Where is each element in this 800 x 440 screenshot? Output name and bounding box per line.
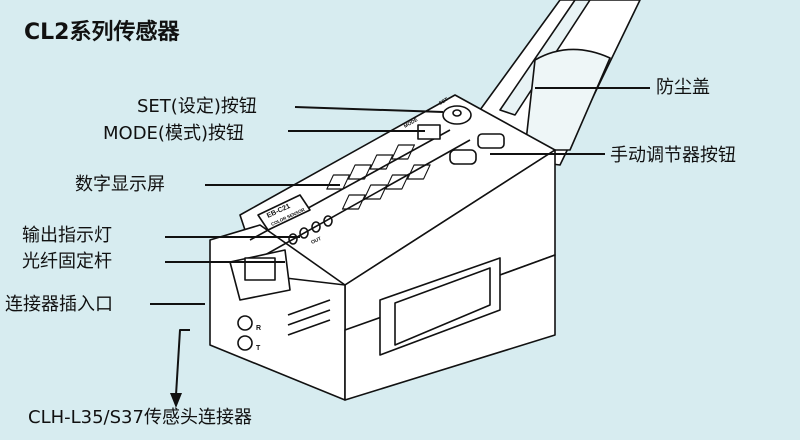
output-led-1 [288, 233, 298, 245]
label-manual-adjust: 手动调节器按钮 [610, 145, 736, 166]
digital-display [326, 144, 431, 210]
label-set-button: SET(设定)按钮 [137, 96, 257, 117]
label-output-led: 输出指示灯 [22, 225, 112, 246]
vent-line [287, 299, 331, 316]
label-connector-port: 连接器插入口 [5, 294, 113, 315]
vent-line [287, 309, 331, 326]
leader-line-head-connector [175, 329, 190, 396]
output-led-4 [323, 215, 333, 227]
label-mode-button: MODE(模式)按钮 [103, 123, 244, 144]
device-out-text: OUT [310, 236, 322, 246]
dust-cover [479, 0, 641, 166]
arrow-down-icon [170, 393, 182, 408]
model-label-plate [257, 194, 311, 231]
set-button-shape [442, 105, 472, 125]
leader-lines [150, 87, 650, 396]
fiber-lever-slot [244, 257, 276, 281]
adjust-button-down [449, 149, 477, 165]
output-led-2 [299, 227, 309, 239]
leader-line-set [294, 106, 444, 113]
vent-line [287, 319, 331, 336]
port-t-text: T [256, 345, 261, 352]
label-head-connector: CLH-L35/S37传感头连接器 [28, 407, 252, 428]
set-button-center [452, 109, 462, 117]
label-display: 数字显示屏 [75, 174, 165, 195]
diagram-title: CL2系列传感器 [24, 20, 180, 45]
output-led-3 [311, 221, 321, 233]
label-fiber-lever: 光纤固定杆 [22, 251, 112, 272]
connector-port-r [237, 315, 253, 331]
device-set-text: SET [438, 97, 449, 107]
output-leds [288, 215, 333, 245]
label-dust-cover: 防尘盖 [656, 77, 710, 98]
device-body [209, 94, 556, 401]
connector-port-t [237, 335, 253, 351]
port-r-text: R [256, 325, 261, 332]
adjust-button-up [477, 133, 505, 149]
